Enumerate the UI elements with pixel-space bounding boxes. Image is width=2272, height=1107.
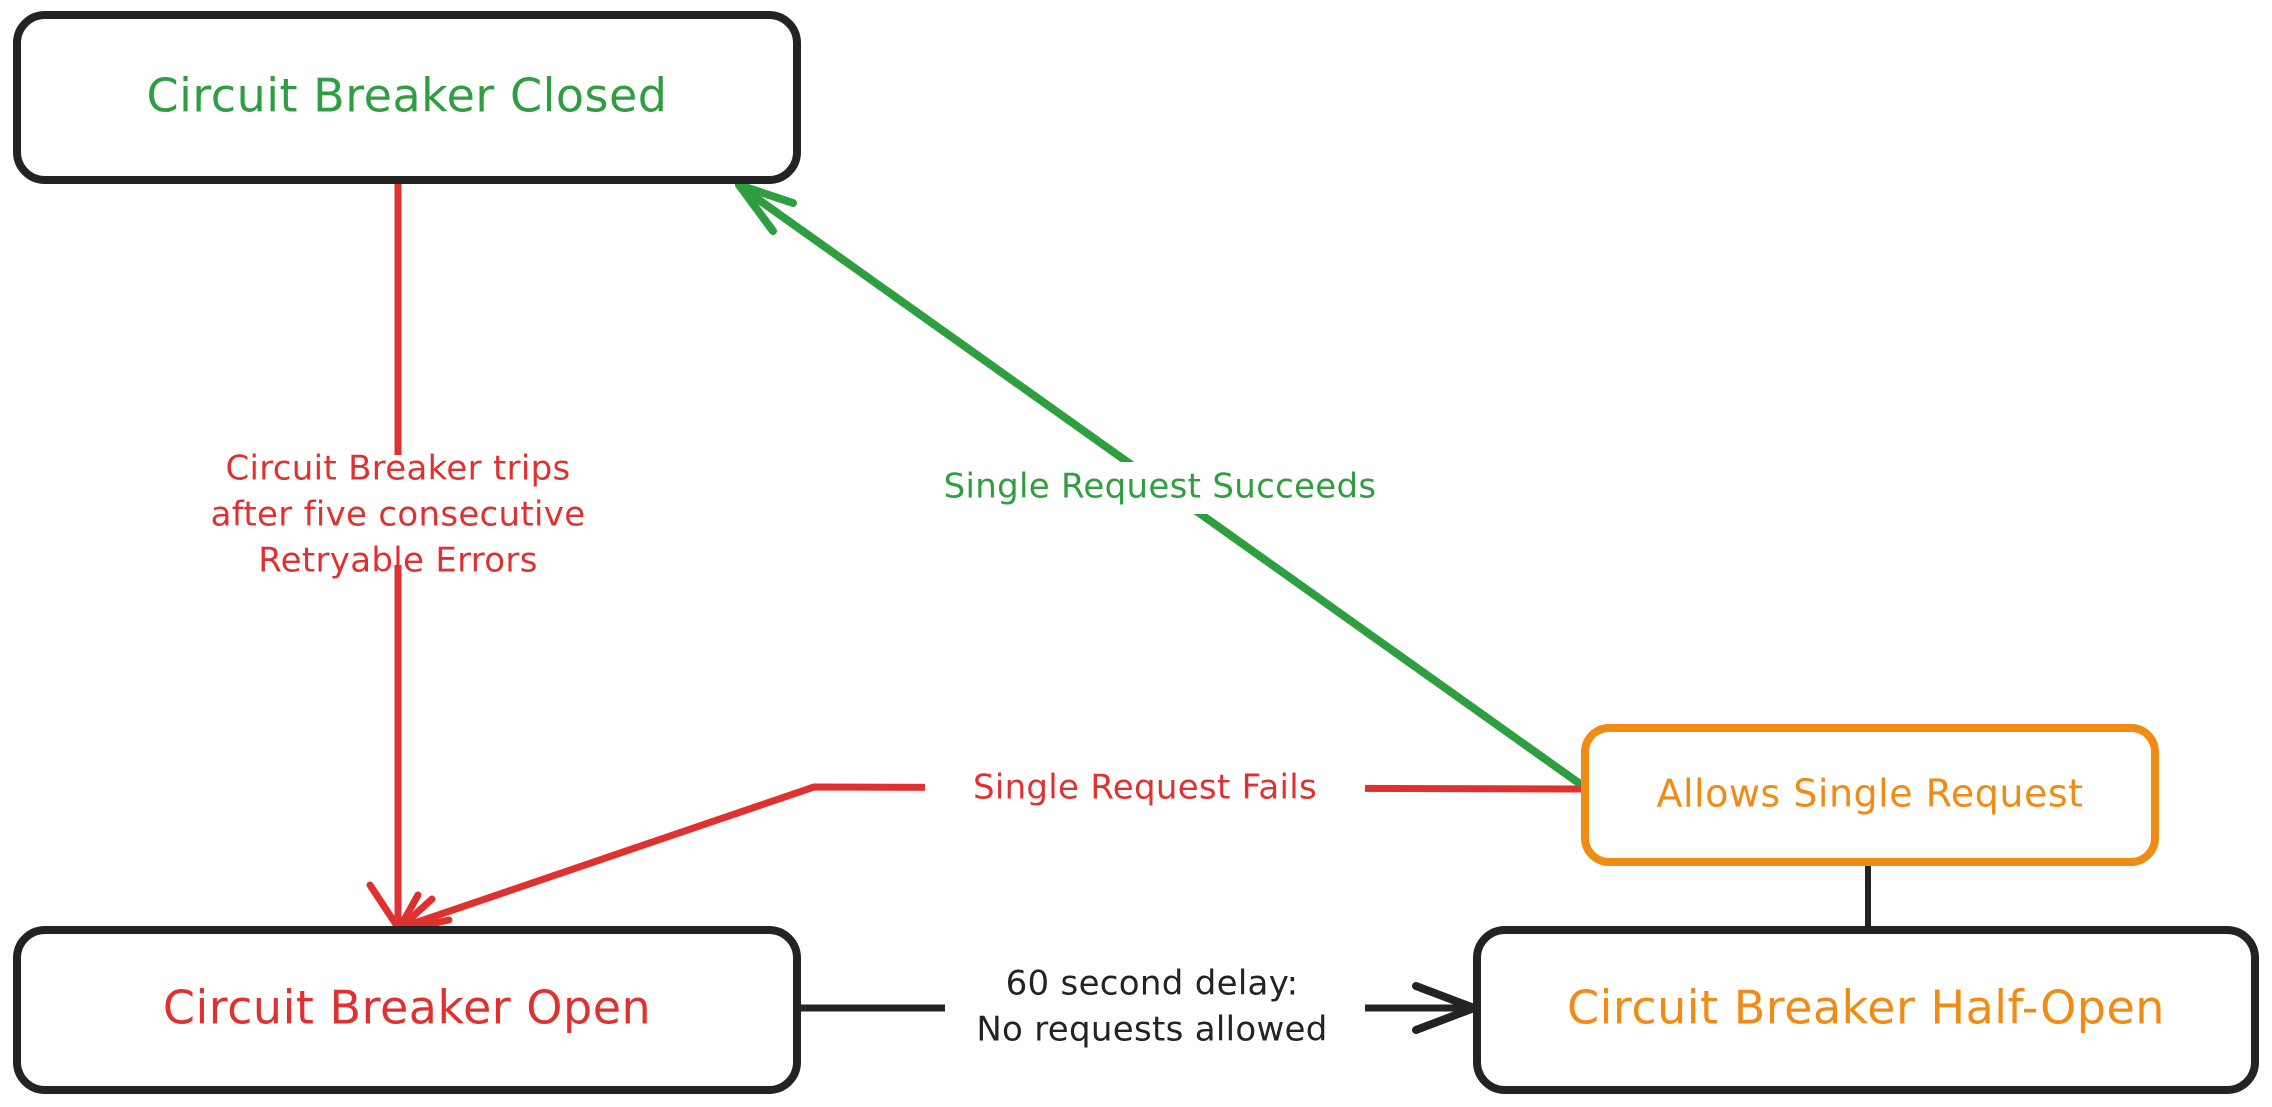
edge-label-allows-to-open-text: Single Request Fails xyxy=(973,768,1317,808)
node-allows-single-request[interactable]: Allows Single Request xyxy=(1581,724,2159,866)
node-circuit-breaker-half-open[interactable]: Circuit Breaker Half-Open xyxy=(1473,926,2259,1094)
node-circuit-breaker-open-label: Circuit Breaker Open xyxy=(163,981,651,1035)
edge-label-open-to-half-open-line1: 60 second delay: xyxy=(1006,964,1299,1004)
node-allows-single-request-box[interactable] xyxy=(1581,724,2159,866)
edge-label-allows-to-open-backdrop xyxy=(925,765,1365,813)
edge-label-allows-to-open: Single Request Fails xyxy=(925,765,1365,813)
node-circuit-breaker-open[interactable]: Circuit Breaker Open xyxy=(13,926,801,1094)
edge-label-open-to-half-open-line2: No requests allowed xyxy=(976,1010,1327,1050)
node-circuit-breaker-closed-box[interactable] xyxy=(13,11,801,184)
edge-label-closed-to-open: Circuit Breaker trips after five consecu… xyxy=(150,449,650,581)
edge-label-allows-to-closed: Single Request Succeeds xyxy=(900,462,1420,514)
node-allows-single-request-label: Allows Single Request xyxy=(1656,772,2083,816)
edge-label-closed-to-open-backdrop xyxy=(150,455,650,565)
node-circuit-breaker-open-box[interactable] xyxy=(13,926,801,1094)
edge-label-open-to-half-open: 60 second delay: No requests allowed xyxy=(945,958,1365,1058)
node-circuit-breaker-half-open-label: Circuit Breaker Half-Open xyxy=(1567,981,2165,1035)
edge-label-closed-to-open-line3: Retryable Errors xyxy=(258,541,537,581)
node-circuit-breaker-half-open-box[interactable] xyxy=(1473,926,2259,1094)
edge-label-closed-to-open-line2: after five consecutive xyxy=(211,495,586,535)
node-circuit-breaker-closed[interactable]: Circuit Breaker Closed xyxy=(13,11,801,184)
node-circuit-breaker-closed-label: Circuit Breaker Closed xyxy=(147,69,668,123)
edge-label-open-to-half-open-backdrop xyxy=(945,958,1365,1058)
edge-label-closed-to-open-line1: Circuit Breaker trips xyxy=(225,449,570,489)
edge-label-allows-to-closed-text: Single Request Succeeds xyxy=(944,467,1377,507)
edge-allows-to-closed-arrowhead xyxy=(735,181,797,235)
edge-label-allows-to-closed-backdrop xyxy=(900,462,1420,514)
